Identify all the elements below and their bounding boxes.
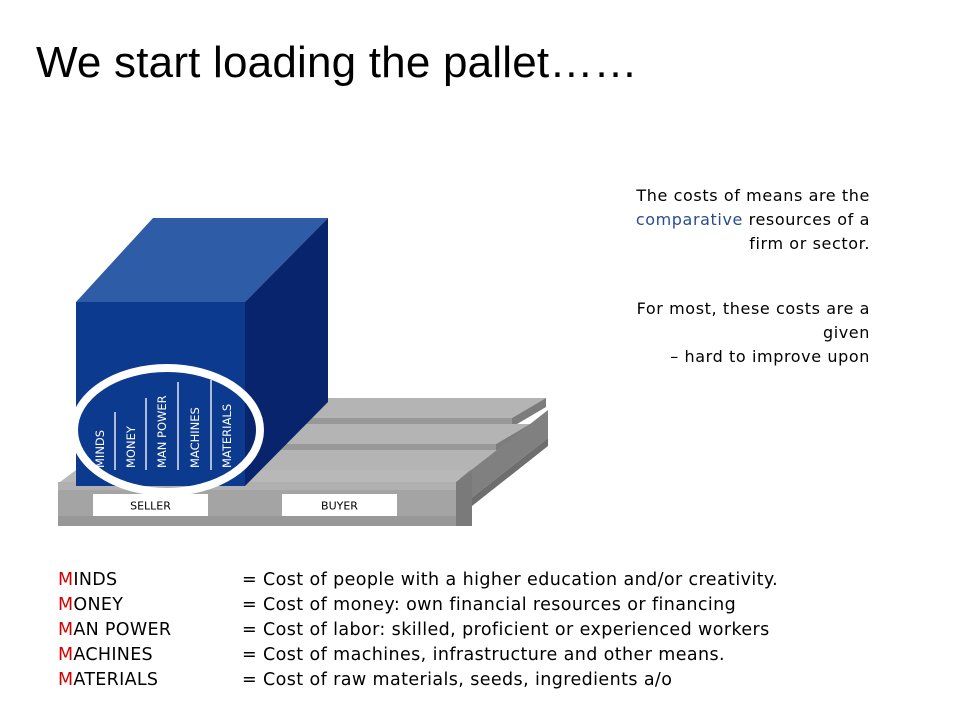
pallet-right-runner: [456, 438, 548, 526]
legend-initial: M: [58, 670, 74, 690]
legend-term-rest: INDS: [73, 570, 118, 590]
legend-term-rest: ACHINES: [73, 645, 153, 665]
note2-line-1: For most, these costs are a given: [636, 299, 870, 342]
pallet-back-board-2: [236, 424, 530, 444]
box-label-man-power: MAN POWER: [155, 395, 169, 468]
legend-row-man-power: MAN POWER = Cost of labor: skilled, prof…: [58, 618, 778, 643]
note2-line-2: – hard to improve upon: [670, 347, 870, 366]
note-text-before: The costs of means are the: [636, 186, 870, 205]
pallet-back-board-3: [220, 450, 514, 470]
legend-description: = Cost of money: own financial resources…: [242, 595, 737, 615]
legend-row-materials: MATERIALS = Cost of raw materials, seeds…: [58, 668, 778, 693]
buyer-label: BUYER: [321, 500, 358, 513]
cargo-box: MINDS MONEY MAN POWER MACHINES MATERIALS: [70, 218, 328, 496]
legend-row-minds: MINDS = Cost of people with a higher edu…: [58, 568, 778, 593]
legend-initial: M: [58, 620, 74, 640]
legend-description: = Cost of labor: skilled, proficient or …: [242, 620, 770, 640]
legend-term-rest: ATERIALS: [73, 670, 159, 690]
given-costs-note: For most, these costs are a given – hard…: [600, 297, 870, 369]
legend-term: MAN POWER: [58, 618, 242, 643]
pallet-back-board-1-front: [252, 418, 512, 427]
pallet: SELLER BUYER: [58, 398, 548, 526]
box-front-face: [76, 302, 245, 486]
legend-row-machines: MACHINES = Cost of machines, infrastruct…: [58, 643, 778, 668]
cost-legend: MINDS = Cost of people with a higher edu…: [58, 568, 778, 693]
label-separators: [114, 380, 212, 470]
box-label-money: MONEY: [124, 425, 138, 468]
legend-term: MONEY: [58, 593, 242, 618]
pallet-right-end: [456, 470, 472, 526]
highlight-circle: [70, 364, 264, 496]
box-top-face: [76, 218, 328, 302]
legend-description: = Cost of machines, infrastructure and o…: [242, 645, 725, 665]
box-label-minds: MINDS: [93, 430, 107, 468]
box-side-face: [245, 218, 328, 486]
legend-term-rest: ONEY: [73, 595, 124, 615]
legend-row-money: MONEY = Cost of money: own financial res…: [58, 593, 778, 618]
legend-term: MATERIALS: [58, 668, 242, 693]
box-label-materials: MATERIALS: [220, 404, 234, 468]
legend-description: = Cost of people with a higher education…: [242, 570, 779, 590]
seller-block: [93, 494, 208, 516]
pallet-right-side: [456, 410, 548, 510]
pallet-bottom-board: [58, 516, 472, 526]
pallet-back-board-1-side: [512, 398, 546, 427]
box-label-machines: MACHINES: [188, 407, 202, 468]
comparative-note: The costs of means are the comparative r…: [600, 184, 870, 256]
pallet-front-strip-top: [58, 482, 456, 490]
legend-initial: M: [58, 645, 74, 665]
legend-initial: M: [58, 570, 74, 590]
legend-term-rest: AN POWER: [73, 620, 172, 640]
legend-description: = Cost of raw materials, seeds, ingredie…: [242, 670, 673, 690]
legend-initial: M: [58, 595, 74, 615]
note-comparative-word: comparative: [635, 210, 743, 229]
buyer-block: [282, 494, 397, 516]
pallet-back-board-2-front: [236, 444, 496, 453]
note-text-after: resources of a firm or sector.: [748, 210, 870, 253]
legend-term: MINDS: [58, 568, 242, 593]
seller-label: SELLER: [130, 500, 171, 513]
page-title: We start loading the pallet……: [36, 38, 638, 87]
legend-term: MACHINES: [58, 643, 242, 668]
